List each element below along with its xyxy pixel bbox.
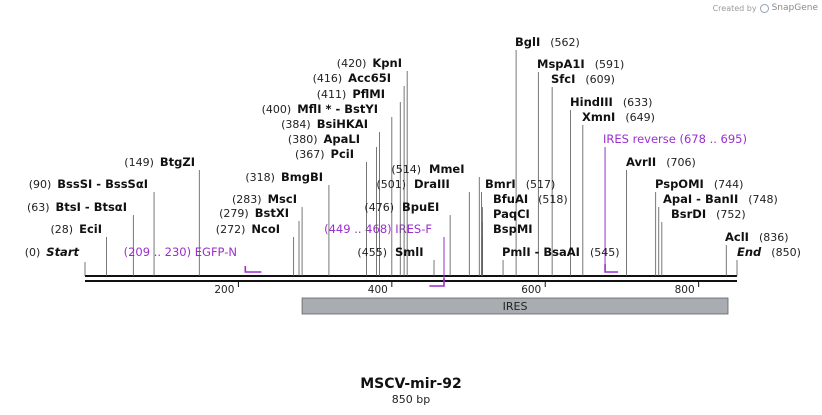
site-position: (649) <box>625 111 655 124</box>
site-position: (272) <box>216 223 246 236</box>
site-position: (633) <box>623 96 653 109</box>
site-position: (748) <box>748 193 778 206</box>
site-name: PflMI <box>352 87 385 101</box>
site-name: PaqCI <box>493 207 530 221</box>
site-name: AvrII <box>626 155 656 169</box>
site-position: (476) <box>364 201 394 214</box>
site-position: (90) <box>29 178 52 191</box>
credit-brand: SnapGene <box>771 3 818 13</box>
primer-arrow <box>429 278 445 287</box>
site-name: AclI <box>725 230 749 244</box>
site-name: BmgBI <box>281 170 323 184</box>
site-name: Start <box>46 245 79 259</box>
site-position: (380) <box>288 133 318 146</box>
site-position: (591) <box>595 58 625 71</box>
site-name: HindIII <box>570 95 613 109</box>
feature-ires-label: IRES <box>503 300 528 313</box>
site-position: (28) <box>51 223 74 236</box>
site-position: (706) <box>666 156 696 169</box>
credit-prefix: Created by <box>712 3 757 13</box>
site-name: NcoI <box>251 222 280 236</box>
primer-label: (209 .. 230) EGFP-N <box>124 245 237 259</box>
site-name: BspMI <box>493 222 533 236</box>
site-name: BssSI - BssSαI <box>57 177 148 191</box>
site-position: (149) <box>124 156 154 169</box>
map-length: 850 bp <box>391 393 431 406</box>
site-position: (384) <box>281 118 311 131</box>
site-name: BfuAI <box>493 192 528 206</box>
site-position: (63) <box>27 201 50 214</box>
tick-label: 400 <box>368 284 388 296</box>
site-position: (545) <box>590 246 620 259</box>
site-position: (562) <box>550 36 580 49</box>
site-name: BmrI <box>485 177 516 191</box>
site-name: PmlI - BsaAI <box>502 245 580 259</box>
site-position: (744) <box>714 178 744 191</box>
tick-label: 800 <box>675 284 695 296</box>
site-position: (850) <box>771 246 801 259</box>
site-name: MmeI <box>429 162 465 176</box>
site-position: (283) <box>232 193 262 206</box>
snapgene-logo-icon <box>759 3 769 13</box>
map-title: MSCV-mir-92 <box>360 376 462 392</box>
site-name: MflI * - BstYI <box>297 102 378 116</box>
site-name: DraIII <box>414 177 450 191</box>
site-name: SfcI <box>551 72 575 86</box>
site-position: (420) <box>337 57 367 70</box>
site-name: BtgZI <box>160 155 195 169</box>
snapgene-credit: Created by SnapGene <box>713 3 818 13</box>
site-name: PspOMI <box>655 177 704 191</box>
site-name: SmlI <box>395 245 424 259</box>
primer-arrow <box>244 266 262 273</box>
site-position: (400) <box>262 103 292 116</box>
site-position: (517) <box>526 178 556 191</box>
site-name: KpnI <box>372 56 402 70</box>
tick-label: 200 <box>214 284 234 296</box>
site-name: BpuEI <box>402 200 439 214</box>
site-position: (514) <box>391 163 421 176</box>
site-position: (318) <box>245 171 275 184</box>
site-position: (836) <box>759 231 789 244</box>
site-name: ApaI - BanII <box>663 192 738 206</box>
site-name: MscI <box>268 192 297 206</box>
site-name: End <box>737 245 762 259</box>
site-position: (518) <box>538 193 568 206</box>
site-name: BstXI <box>255 206 289 220</box>
site-name: PciI <box>331 147 354 161</box>
site-name: Acc65I <box>348 71 391 85</box>
site-name: MspA1I <box>537 57 585 71</box>
tick-label: 600 <box>521 284 541 296</box>
site-name: ApaLI <box>324 132 361 146</box>
primer-arrow <box>604 264 619 273</box>
site-position: (609) <box>585 73 615 86</box>
site-name: BsiHKAI <box>317 117 368 131</box>
site-name: XmnI <box>582 110 615 124</box>
site-position: (501) <box>376 178 406 191</box>
site-position: (455) <box>357 246 387 259</box>
site-name: BglI <box>515 35 540 49</box>
site-name: BsrDI <box>671 207 706 221</box>
site-position: (279) <box>219 207 249 220</box>
site-name: BtsI - BtsαI <box>56 200 127 214</box>
site-position: (752) <box>716 208 746 221</box>
site-name: EciI <box>79 222 102 236</box>
site-position: (416) <box>313 72 343 85</box>
site-position: (411) <box>317 88 347 101</box>
feature-ires-bar <box>301 297 729 315</box>
primer-label: IRES reverse (678 .. 695) <box>603 132 747 146</box>
site-position: (367) <box>295 148 325 161</box>
primer-label: (449 .. 468) IRES-F <box>324 222 432 236</box>
site-position: (0) <box>25 246 41 259</box>
